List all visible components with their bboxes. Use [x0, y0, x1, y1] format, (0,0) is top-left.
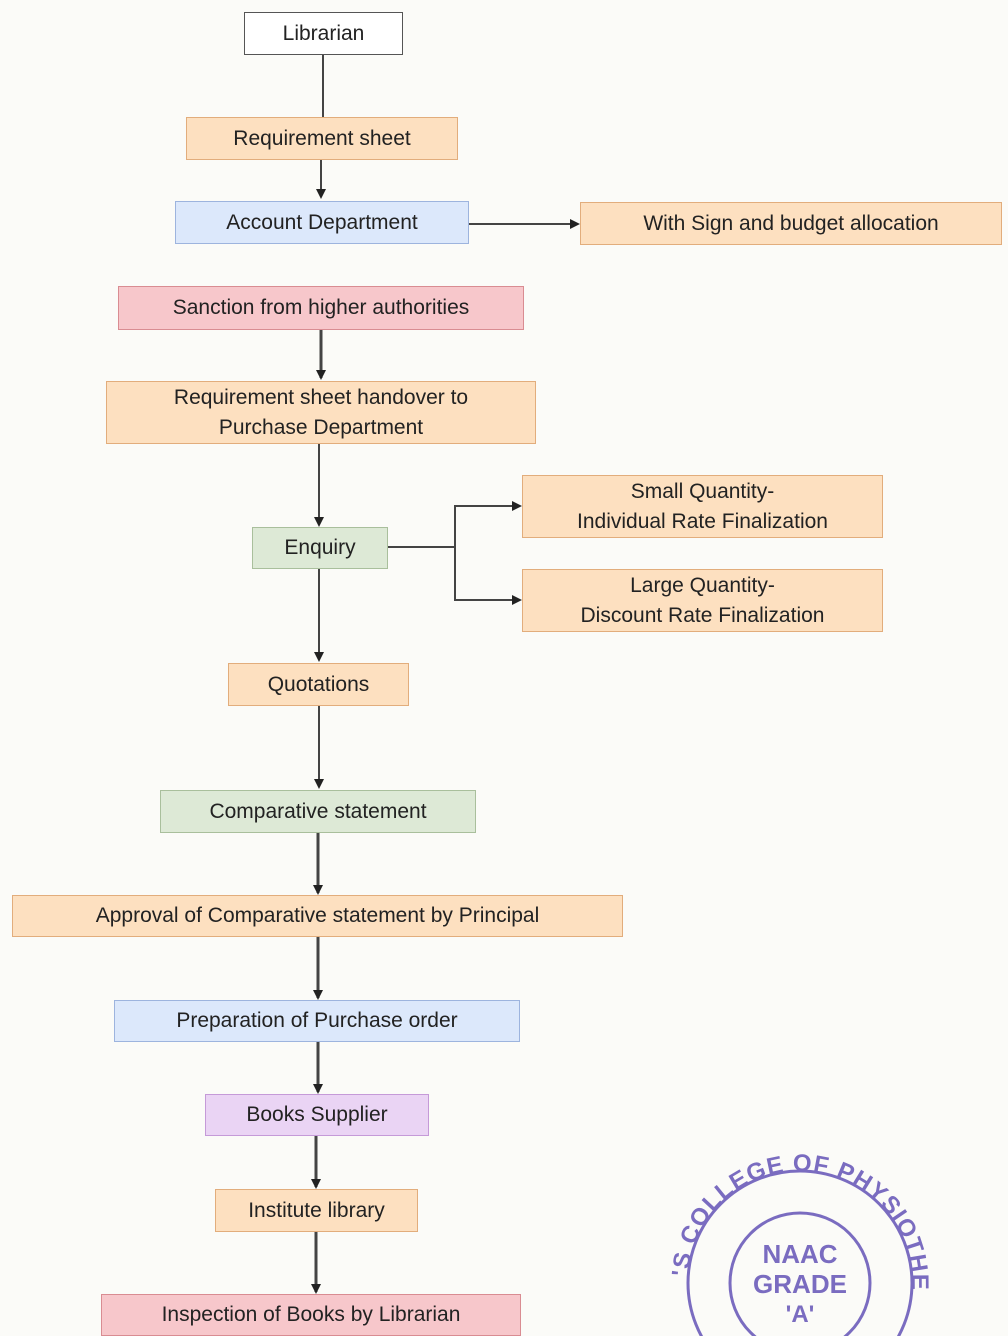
node-inspection: Inspection of Books by Librarian: [101, 1294, 521, 1336]
seal-ring-text: DVVPF'S COLLEGE OF PHYSIOTHERAPY: [0, 0, 932, 1291]
node-handover-line1: Requirement sheet handover to: [173, 385, 469, 409]
node-purchase-order-label: Preparation of Purchase order: [176, 1009, 458, 1032]
connector-branch-small: [454, 501, 522, 547]
node-small-quantity-line1: Small Quantity-: [630, 479, 775, 503]
node-handover: Requirement sheet handover to Purchase D…: [106, 381, 536, 444]
node-books-supplier: Books Supplier: [205, 1094, 429, 1136]
seal-line-naac: NAAC: [762, 1239, 837, 1269]
node-librarian-label: Librarian: [282, 21, 365, 45]
connector-branch-large: [454, 547, 522, 605]
node-sanction: Sanction from higher authorities: [118, 286, 524, 330]
node-institute-library: Institute library: [215, 1189, 418, 1232]
seal-line-a: 'A': [786, 1301, 815, 1328]
node-large-quantity-line2: Discount Rate Finalization: [580, 603, 825, 627]
node-large-quantity-line1: Large Quantity-: [630, 573, 775, 597]
node-quotations-label: Quotations: [267, 672, 370, 696]
seal-rings: [686, 1169, 914, 1336]
node-inspection-label: Inspection of Books by Librarian: [161, 1303, 461, 1326]
node-requirement-sheet-label: Requirement sheet: [233, 126, 411, 150]
node-requirement-sheet: Requirement sheet: [186, 117, 458, 160]
node-purchase-order: Preparation of Purchase order: [114, 1000, 520, 1042]
node-sign-budget: With Sign and budget allocation: [580, 202, 1002, 245]
seal-line-grade: GRADE: [753, 1269, 847, 1299]
node-institute-library-label: Institute library: [248, 1198, 385, 1222]
node-account-department-label: Account Department: [226, 210, 418, 234]
node-enquiry: Enquiry: [252, 527, 388, 569]
node-large-quantity: Large Quantity- Discount Rate Finalizati…: [522, 569, 883, 632]
node-approval-label: Approval of Comparative statement by Pri…: [95, 904, 540, 927]
node-books-supplier-label: Books Supplier: [246, 1103, 388, 1126]
node-handover-line2: Purchase Department: [218, 415, 424, 439]
node-comparative-statement-label: Comparative statement: [209, 799, 427, 823]
node-approval: Approval of Comparative statement by Pri…: [12, 895, 623, 937]
node-sign-budget-label: With Sign and budget allocation: [643, 211, 939, 235]
node-small-quantity-line2: Individual Rate Finalization: [577, 509, 828, 533]
node-enquiry-label: Enquiry: [284, 536, 356, 559]
node-sanction-label: Sanction from higher authorities: [172, 296, 470, 319]
node-comparative-statement: Comparative statement: [160, 790, 476, 833]
node-quotations: Quotations: [228, 663, 409, 706]
node-account-department: Account Department: [175, 201, 469, 244]
node-small-quantity: Small Quantity- Individual Rate Finaliza…: [522, 475, 883, 538]
node-librarian: Librarian: [244, 12, 403, 55]
